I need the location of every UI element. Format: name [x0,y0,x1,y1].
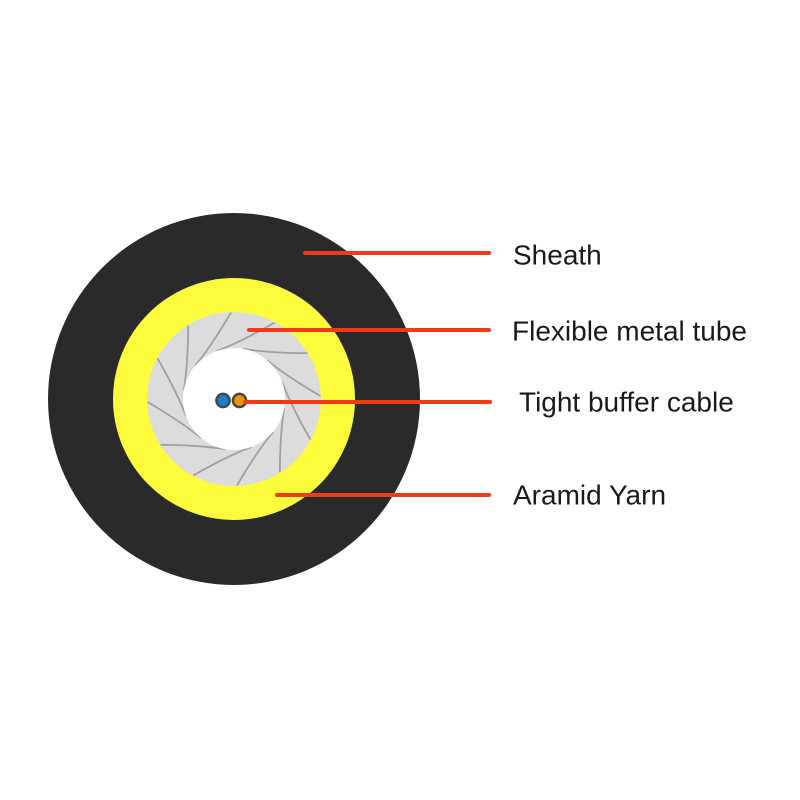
spiral-blade-line [281,381,312,441]
spiral-blade-line [182,325,190,391]
metal-tube-spiral-blades [147,312,321,486]
spiral-blade-line [192,446,252,477]
spiral-blade-line [160,443,226,451]
label-tight-buffer-cable: Tight buffer cable [519,386,734,418]
label-flexible-metal-tube: Flexible metal tube [512,315,748,347]
spiral-blade-line [156,357,187,417]
spiral-blade-line [194,312,232,367]
spiral-blade-line [278,407,286,473]
spiral-blade-line [216,321,276,352]
spiral-blade-line [266,359,321,397]
blue-fiber-dot [215,392,231,409]
spiral-blade-line [242,347,308,355]
label-sheath: Sheath [513,239,602,271]
label-aramid-yarn: Aramid Yarn [513,479,667,511]
spiral-blade-line [147,401,202,439]
spiral-blade-line [236,431,274,486]
